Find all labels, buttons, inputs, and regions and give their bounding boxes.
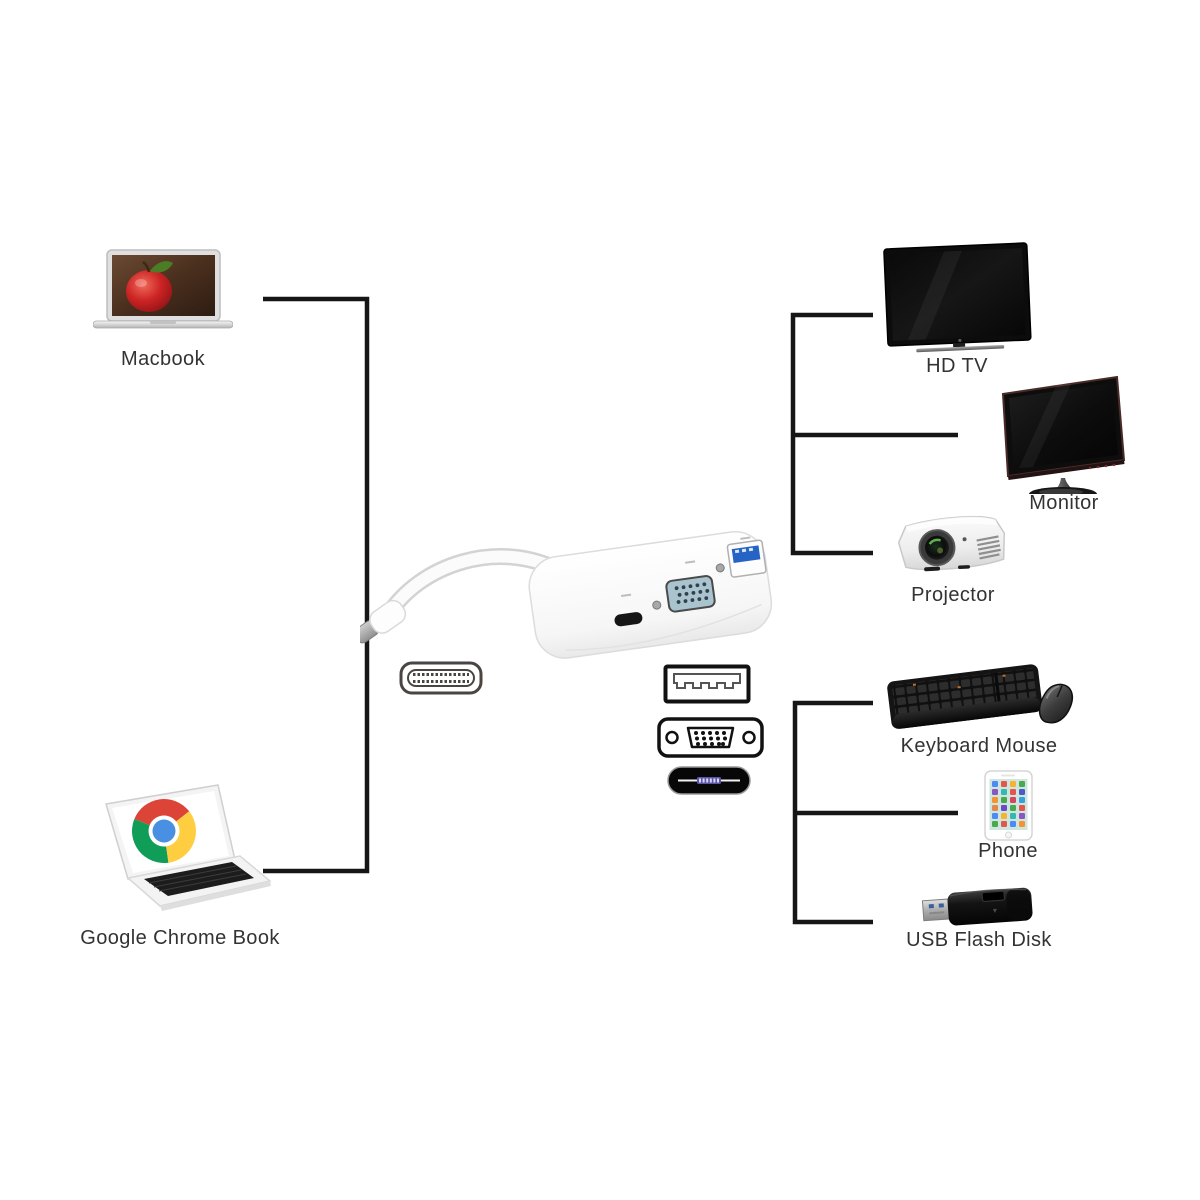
usb-c-port-icon — [399, 661, 483, 695]
connector-bottom-right-bracket — [792, 700, 958, 925]
projector-vents — [976, 535, 1001, 560]
phone-label: Phone — [978, 840, 1038, 862]
projector-image — [897, 515, 1006, 572]
adapter-usb-c-port — [614, 612, 643, 627]
usb-c-plug-icon — [666, 765, 752, 796]
usb-flash-disk-image: ▼ — [921, 887, 1033, 926]
chrome-logo-icon — [132, 799, 196, 863]
keyboard-mouse-device — [885, 658, 1085, 738]
adapter-usb-a-port — [726, 539, 767, 578]
adapter-vga-port — [665, 575, 716, 613]
usb-a-port-icon — [663, 664, 751, 704]
hdtv-device — [880, 242, 1035, 357]
svg-text:▼: ▼ — [991, 908, 998, 915]
hdtv-screen — [889, 248, 1026, 341]
macbook-label: Macbook — [121, 348, 205, 370]
macbook-device — [93, 247, 233, 332]
phone-home-button — [1005, 831, 1012, 839]
projector-device — [885, 510, 1015, 585]
mouse — [1038, 683, 1074, 724]
keyboard-mouse-label: Keyboard Mouse — [900, 735, 1058, 757]
hdtv-image — [883, 242, 1032, 353]
usb-flash-disk-label: USB Flash Disk — [906, 929, 1052, 951]
vga-port-icon — [657, 717, 764, 758]
adapter-device — [360, 500, 780, 660]
connector-left-bracket — [263, 296, 370, 874]
apple-photo-icon — [126, 270, 172, 312]
chromebook-image — [105, 784, 272, 911]
keyboard — [887, 664, 1043, 729]
macbook-image — [93, 249, 233, 329]
monitor-screen — [1009, 383, 1118, 469]
adapter-body — [528, 530, 773, 659]
monitor-label: Monitor — [1029, 492, 1099, 514]
usb-c-multiport-adapter-image — [360, 530, 773, 659]
usb-flash-disk-device: ▼ — [915, 882, 1040, 932]
projector-label: Projector — [911, 584, 995, 606]
chromebook-label: Google Chrome Book — [80, 927, 280, 949]
usb-c-plug — [360, 599, 407, 644]
monitor-image — [1001, 375, 1126, 494]
flash-disk-connector — [921, 898, 952, 922]
hdtv-label: HD TV — [926, 355, 988, 377]
connector-top-right-bracket — [790, 312, 958, 556]
keyboard-mouse-image — [887, 664, 1074, 729]
chromebook-device — [88, 782, 273, 922]
phone-image — [984, 770, 1033, 841]
phone-device — [982, 770, 1036, 842]
monitor-device — [995, 372, 1135, 494]
hdtv-stand — [916, 345, 1005, 353]
phone-app-grid — [992, 781, 1025, 827]
chromebook-keyboard — [144, 862, 254, 896]
